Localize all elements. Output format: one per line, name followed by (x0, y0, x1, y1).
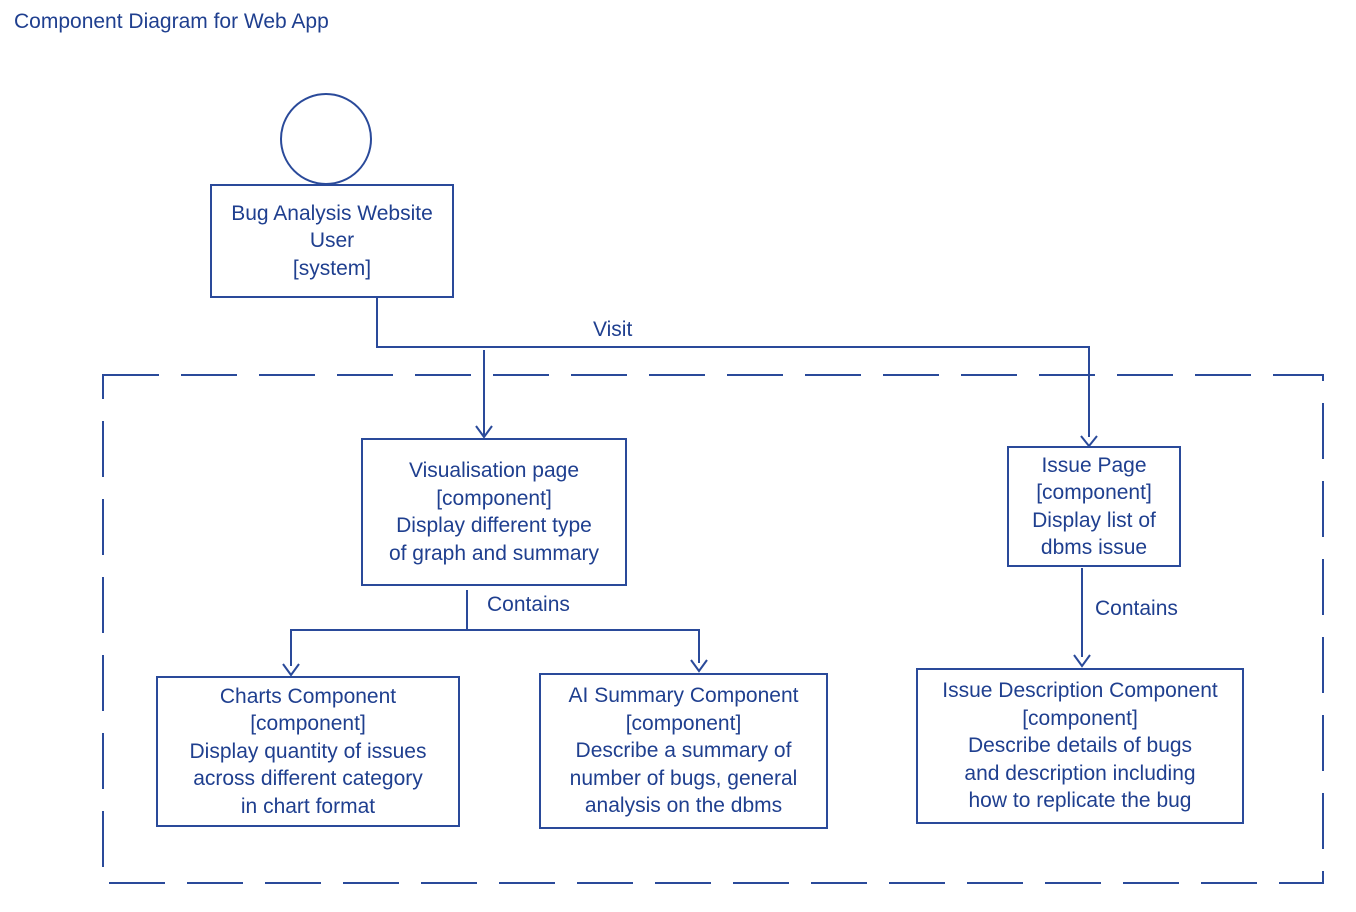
charts-line-2: [component] (250, 712, 366, 736)
contains-left-connector (290, 590, 468, 666)
visualisation-page-box: Visualisation page [component] Display d… (361, 438, 627, 586)
system-boundary (102, 374, 1324, 884)
user-system-box: Bug Analysis Website User [system] (210, 184, 454, 298)
user-line-2: User (309, 229, 355, 253)
diagram-title: Component Diagram for Web App (14, 10, 329, 33)
arrowhead-icon (282, 663, 300, 677)
arrowhead-icon (690, 659, 708, 673)
visualisation-line-2: [component] (436, 486, 552, 510)
issue-description-line-2: [component] (1022, 706, 1138, 730)
ai-summary-component-box: AI Summary Component [component] Describ… (539, 673, 828, 829)
user-line-3: [system] (292, 256, 372, 280)
issue-page-line-2: [component] (1036, 481, 1152, 504)
issue-description-line-3: Describe details of bugs (967, 734, 1193, 758)
actor-head-icon (280, 93, 372, 185)
contains-right-label: Contains (1095, 597, 1178, 620)
ai-summary-line-5: analysis on the dbms (584, 794, 783, 818)
ai-summary-line-4: number of bugs, general (569, 766, 798, 790)
issue-description-line-1: Issue Description Component (942, 679, 1218, 703)
arrowhead-icon (475, 425, 493, 439)
arrowhead-icon (1073, 654, 1091, 668)
ai-summary-line-2: [component] (625, 711, 742, 735)
issue-page-line-4: dbms issue (1040, 536, 1148, 559)
user-line-1: Bug Analysis Website (231, 201, 433, 225)
ai-summary-line-3: Describe a summary of (575, 739, 792, 763)
contains-left-label: Contains (487, 593, 570, 616)
issue-description-line-4: and description including (964, 761, 1196, 785)
ai-summary-line-1: AI Summary Component (568, 684, 799, 708)
issue-page-box: Issue Page [component] Display list of d… (1007, 446, 1181, 567)
charts-line-3: Display quantity of issues (189, 739, 427, 763)
issue-description-component-box: Issue Description Component [component] … (916, 668, 1244, 824)
charts-line-4: across different category (193, 767, 423, 791)
visualisation-line-3: Display different type (396, 514, 592, 537)
charts-line-5: in chart format (240, 794, 376, 818)
contains-left-branch-connector (467, 629, 700, 663)
visit-label: Visit (593, 318, 633, 341)
issue-page-line-3: Display list of (1032, 508, 1156, 532)
charts-component-box: Charts Component [component] Display qua… (156, 676, 460, 827)
visualisation-line-1: Visualisation page (408, 459, 580, 482)
charts-line-1: Charts Component (219, 684, 397, 708)
arrowhead-icon (1080, 435, 1098, 448)
visit-connector (376, 298, 1090, 437)
visualisation-line-4: of graph and summary (388, 541, 600, 565)
issue-page-line-1: Issue Page (1041, 453, 1147, 477)
issue-description-line-5: how to replicate the bug (968, 789, 1192, 813)
